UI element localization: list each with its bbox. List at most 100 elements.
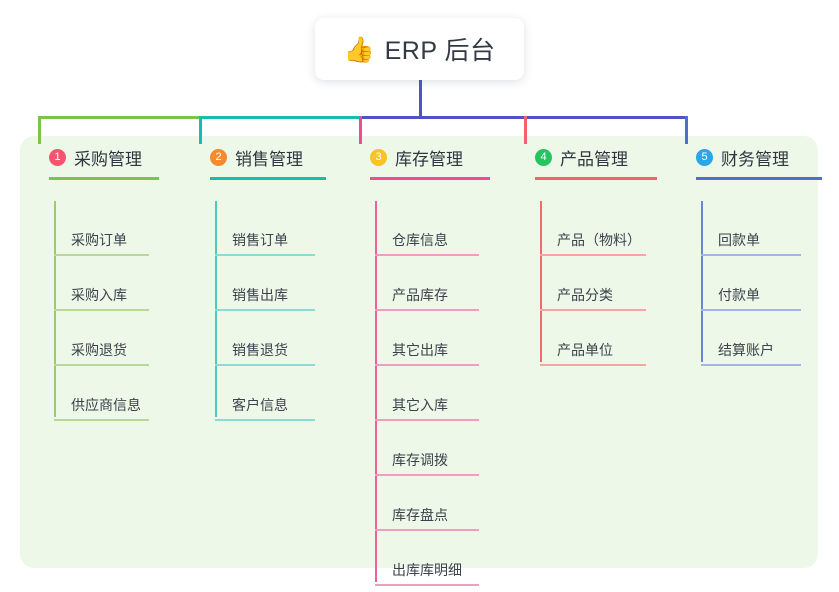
root-stem-line [419, 80, 422, 119]
leaf-underline [375, 419, 479, 421]
branch-underline [370, 177, 490, 180]
leaf-label: 仓库信息 [392, 232, 448, 248]
branch-underline [210, 177, 326, 180]
leaf-node[interactable]: 采购退货 [35, 317, 149, 372]
leaf-label: 库存调拨 [392, 452, 448, 468]
leaf-label: 供应商信息 [71, 397, 141, 413]
leaf-label: 采购入库 [71, 287, 127, 303]
leaf-label: 回款单 [718, 232, 760, 248]
leaf-label: 产品（物料） [557, 232, 641, 248]
branch-header-3[interactable]: 3 库存管理 [356, 145, 490, 180]
leaf-label: 采购订单 [71, 232, 127, 248]
leaf-underline [54, 364, 149, 366]
leaf-underline [375, 584, 479, 586]
branch-items: 仓库信息产品库存其它出库其它入库库存调拨库存盘点出库库明细 [356, 201, 479, 592]
branch-column-5: 5 财务管理回款单付款单结算账户 [682, 145, 822, 372]
branch-title: 产品管理 [560, 149, 628, 169]
leaf-label: 销售退货 [232, 342, 288, 358]
leaf-node[interactable]: 付款单 [682, 262, 801, 317]
leaf-node[interactable]: 其它入库 [356, 372, 479, 427]
leaf-label: 出库库明细 [392, 562, 462, 578]
branch-title: 采购管理 [74, 149, 142, 169]
leaf-node[interactable]: 出库库明细 [356, 537, 479, 592]
leaf-underline [215, 364, 315, 366]
leaf-label: 其它出库 [392, 342, 448, 358]
leaf-label: 销售出库 [232, 287, 288, 303]
leaf-underline [540, 364, 646, 366]
branch-underline [535, 177, 657, 180]
drop-line-3 [359, 116, 362, 144]
branch-underline [49, 177, 159, 180]
drop-line-4 [524, 116, 527, 144]
bus-segment-green [38, 116, 202, 119]
leaf-node[interactable]: 采购入库 [35, 262, 149, 317]
leaf-node[interactable]: 销售订单 [196, 207, 315, 262]
branch-header-2[interactable]: 2 销售管理 [196, 145, 326, 180]
leaf-underline [540, 309, 646, 311]
branch-header-5[interactable]: 5 财务管理 [682, 145, 822, 180]
leaf-node[interactable]: 库存调拨 [356, 427, 479, 482]
leaf-underline [54, 254, 149, 256]
branch-spine-line [375, 201, 377, 582]
branch-items: 产品（物料） 产品分类产品单位 [521, 201, 646, 372]
drop-line-1 [38, 116, 41, 144]
branch-column-4: 4 产品管理产品（物料） 产品分类产品单位 [521, 145, 657, 372]
branch-spine-line [540, 201, 542, 362]
leaf-underline [215, 309, 315, 311]
branch-title: 财务管理 [721, 149, 789, 169]
leaf-node[interactable]: 仓库信息 [356, 207, 479, 262]
branch-title: 库存管理 [395, 149, 463, 169]
branch-underline [696, 177, 822, 180]
leaf-underline [540, 254, 646, 256]
branch-spine-line [701, 201, 703, 362]
leaf-node[interactable]: 销售出库 [196, 262, 315, 317]
branch-column-2: 2 销售管理销售订单销售出库销售退货客户信息 [196, 145, 326, 427]
leaf-node[interactable]: 销售退货 [196, 317, 315, 372]
leaf-node[interactable]: 产品（物料） [521, 207, 646, 262]
diagram-panel [20, 136, 818, 568]
branch-items: 销售订单销售出库销售退货客户信息 [196, 201, 315, 427]
branch-number-badge: 3 [370, 148, 387, 166]
branch-number-badge: 5 [696, 148, 713, 166]
leaf-underline [215, 419, 315, 421]
root-node[interactable]: 👍 ERP 后台 [315, 18, 524, 80]
branch-number-badge: 4 [535, 148, 552, 166]
thumbs-up-icon: 👍 [343, 34, 375, 64]
leaf-label: 产品库存 [392, 287, 448, 303]
leaf-label: 产品分类 [557, 287, 613, 303]
drop-line-5 [685, 116, 688, 144]
leaf-label: 结算账户 [718, 342, 774, 358]
drop-line-2 [199, 116, 202, 144]
leaf-label: 产品单位 [557, 342, 613, 358]
branch-number-badge: 1 [49, 148, 66, 166]
leaf-node[interactable]: 其它出库 [356, 317, 479, 372]
leaf-underline [375, 254, 479, 256]
leaf-node[interactable]: 回款单 [682, 207, 801, 262]
leaf-node[interactable]: 客户信息 [196, 372, 315, 427]
branch-title: 销售管理 [235, 149, 303, 169]
leaf-node[interactable]: 产品分类 [521, 262, 646, 317]
branch-number-badge: 2 [210, 148, 227, 166]
leaf-label: 库存盘点 [392, 507, 448, 523]
branch-items: 回款单付款单结算账户 [682, 201, 801, 372]
leaf-node[interactable]: 产品单位 [521, 317, 646, 372]
branch-header-1[interactable]: 1 采购管理 [35, 145, 159, 180]
leaf-underline [54, 309, 149, 311]
leaf-node[interactable]: 供应商信息 [35, 372, 149, 427]
leaf-label: 其它入库 [392, 397, 448, 413]
leaf-node[interactable]: 产品库存 [356, 262, 479, 317]
leaf-underline [701, 254, 801, 256]
leaf-underline [701, 309, 801, 311]
leaf-label: 销售订单 [232, 232, 288, 248]
branch-items: 采购订单采购入库采购退货供应商信息 [35, 201, 149, 427]
branch-column-1: 1 采购管理采购订单采购入库采购退货供应商信息 [35, 145, 159, 427]
branch-column-3: 3 库存管理仓库信息产品库存其它出库其它入库库存调拨库存盘点出库库明细 [356, 145, 490, 592]
leaf-node[interactable]: 库存盘点 [356, 482, 479, 537]
leaf-node[interactable]: 采购订单 [35, 207, 149, 262]
leaf-underline [375, 309, 479, 311]
branch-header-4[interactable]: 4 产品管理 [521, 145, 657, 180]
bus-segment-blue [359, 116, 688, 119]
leaf-node[interactable]: 结算账户 [682, 317, 801, 372]
leaf-underline [54, 419, 149, 421]
